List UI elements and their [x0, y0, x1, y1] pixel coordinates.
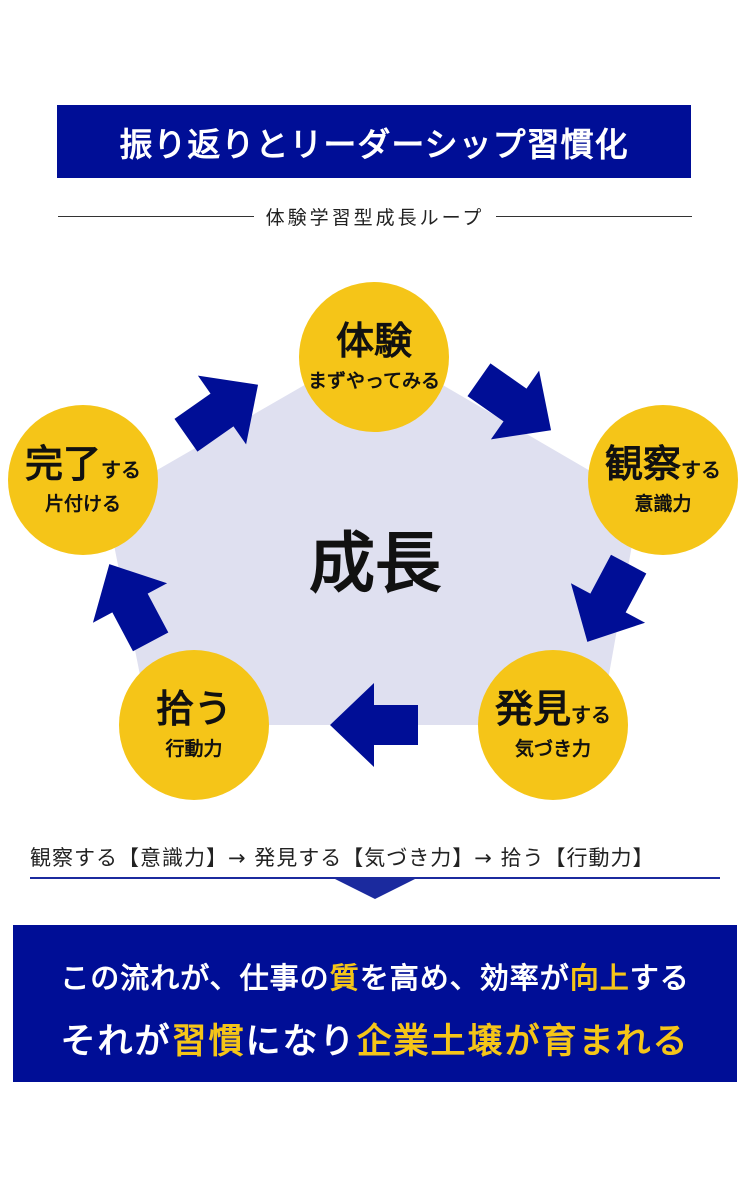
arrow-right-icon [467, 363, 552, 440]
highlight: 質 [329, 961, 360, 995]
node-sub: 意識力 [634, 493, 692, 516]
flow-underline [30, 877, 720, 879]
subtitle-line-left [58, 215, 254, 217]
arrow-right-icon [174, 375, 259, 452]
flow-text: 観察する【意識力】→ 発見する【気づき力】→ 拾う【行動力】 [30, 846, 655, 870]
highlight: 向上 [569, 961, 630, 995]
node-observe: 観察する 意識力 [588, 405, 738, 555]
text: になり [245, 1022, 357, 1062]
node-main: 体験 [335, 318, 412, 363]
summary-line-1: この流れが、仕事の質を高め、効率が向上する [13, 955, 737, 997]
highlight: 企業土壌が育まれる [356, 1022, 690, 1062]
text: する [629, 961, 690, 995]
node-sub: 気づき力 [514, 738, 591, 761]
node-suffix: する [681, 457, 721, 482]
summary-box: この流れが、仕事の質を高め、効率が向上する それが習慣になり企業土壌が育まれる [13, 925, 737, 1082]
node-main: 完了 [24, 441, 101, 486]
subtitle-line-right [496, 215, 692, 217]
center-label: 成長 [309, 525, 441, 602]
node-complete: 完了する 片付ける [8, 405, 158, 555]
node-sub: まずやってみる [307, 370, 441, 393]
node-pickup: 拾う 行動力 [119, 650, 269, 800]
text: それが [60, 1022, 172, 1062]
node-experience: 体験 まずやってみる [299, 282, 449, 432]
growth-pentagon [105, 345, 640, 725]
node-main: 観察 [604, 441, 681, 486]
node-sub: 片付ける [44, 493, 121, 516]
text: を高め、効率が [359, 961, 570, 995]
node-suffix: する [101, 457, 141, 482]
highlight: 習慣 [171, 1022, 246, 1062]
text: この流れが、仕事の [60, 961, 330, 995]
subtitle-text: 体験学習型成長ループ [265, 206, 485, 229]
node-suffix: する [571, 702, 611, 727]
down-triangle-icon [335, 879, 415, 899]
node-discover: 発見する 気づき力 [478, 650, 628, 800]
summary-line-2: それが習慣になり企業土壌が育まれる [13, 1013, 737, 1064]
node-main: 拾う [155, 686, 232, 731]
node-main: 発見 [494, 686, 571, 731]
arrow-up-icon [92, 564, 169, 652]
arrow-down-icon [570, 554, 647, 642]
title: 振り返りとリーダーシップ習慣化 [119, 124, 629, 164]
subtitle: 体験学習型成長ループ [58, 202, 692, 230]
arrow-left-icon [330, 683, 418, 767]
node-sub: 行動力 [165, 738, 223, 761]
title-banner: 振り返りとリーダーシップ習慣化 [57, 105, 691, 178]
